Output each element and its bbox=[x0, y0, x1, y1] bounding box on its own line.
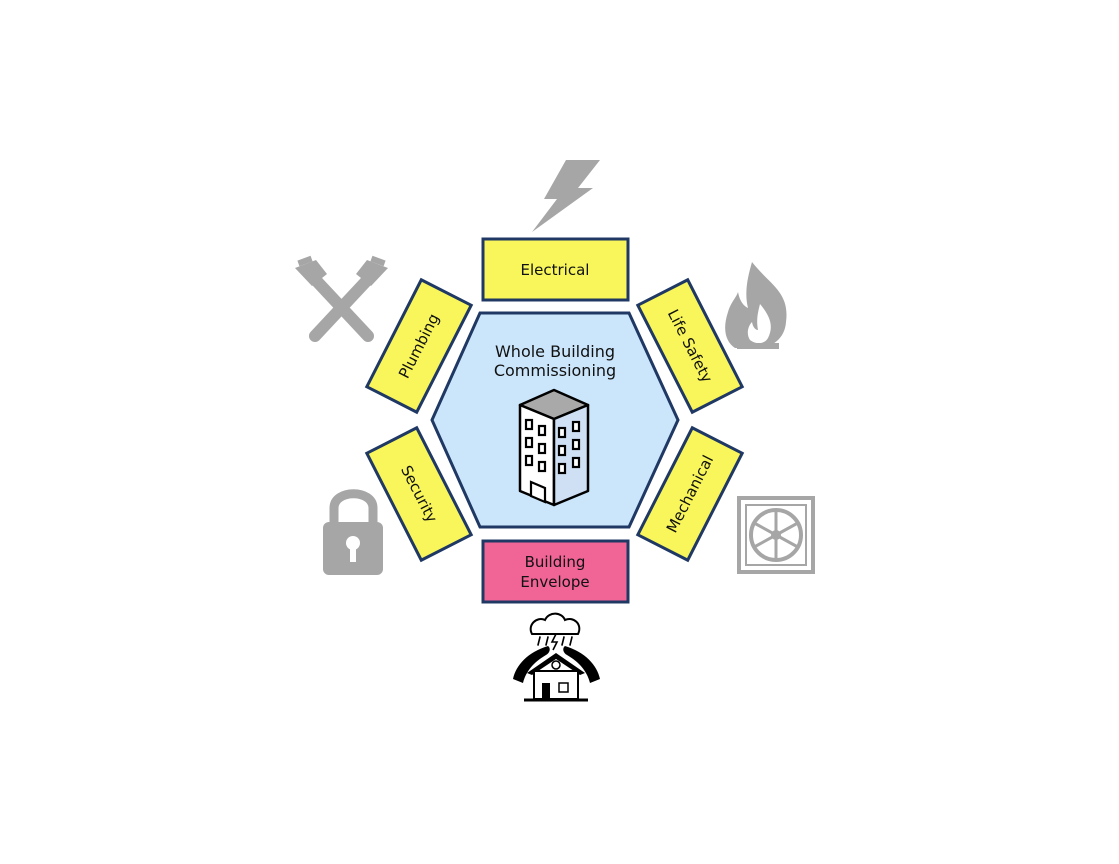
segment-electrical: Electrical bbox=[481, 237, 630, 302]
segment-security: Security bbox=[364, 425, 474, 563]
lightning-bolt-icon bbox=[532, 160, 600, 232]
segment-life-safety: Life Safety bbox=[635, 277, 745, 415]
segment-plumbing: Plumbing bbox=[364, 277, 474, 415]
segment-mechanical: Mechanical bbox=[635, 425, 745, 563]
crossed-pipe-wrenches-icon bbox=[295, 255, 388, 342]
office-building-icon bbox=[518, 388, 590, 507]
segment-building-envelope-label-line1: Building bbox=[525, 553, 586, 571]
center-title-line1: Whole Building bbox=[495, 342, 615, 361]
hands-protecting-house-icon bbox=[513, 612, 600, 702]
exhaust-fan-icon bbox=[737, 496, 815, 574]
segment-electrical-label: Electrical bbox=[521, 261, 590, 279]
segment-building-envelope-label-line2: Envelope bbox=[520, 573, 589, 591]
segment-building-envelope: Building Envelope bbox=[481, 539, 630, 604]
padlock-icon bbox=[323, 489, 383, 575]
fire-flame-icon bbox=[725, 262, 787, 349]
center-title-line2: Commissioning bbox=[494, 361, 616, 380]
